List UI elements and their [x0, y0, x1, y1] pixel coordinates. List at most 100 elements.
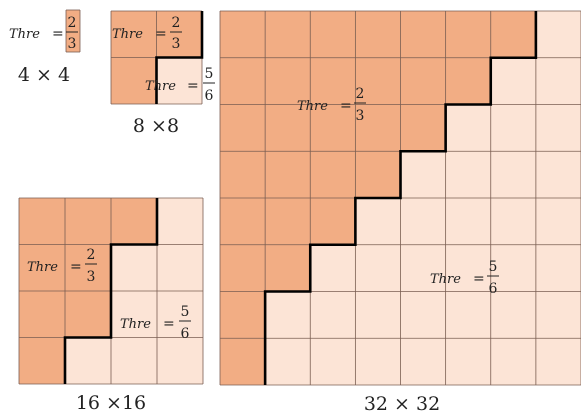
- fraction-denominator: 3: [87, 269, 96, 285]
- cell-dark: [355, 11, 401, 58]
- cell-dark: [220, 291, 266, 339]
- panel-32x32-gridlines: [219, 10, 581, 386]
- panel-32x32-caption: 32 × 32: [364, 393, 440, 414]
- cell-dark: [65, 244, 111, 291]
- panel-32x32-staircase: [263, 11, 538, 385]
- panel-4x4-gridlines: [65, 9, 81, 53]
- equals-sign: =: [187, 78, 199, 94]
- cell-light: [310, 338, 356, 385]
- cell-light: [310, 291, 356, 339]
- panel-16x16-staircase: [63, 198, 159, 384]
- cell-light: [445, 198, 491, 245]
- cell-dark: [265, 104, 311, 152]
- cell-dark: [400, 104, 446, 152]
- cell-dark: [355, 151, 401, 198]
- cell-light: [535, 104, 581, 152]
- cell-light: [445, 244, 491, 292]
- cell-dark: [220, 244, 266, 292]
- cell-light: [490, 198, 536, 245]
- panel-4x4: Thre = 2 3 4 × 4: [9, 9, 81, 86]
- cell-dark: [490, 11, 536, 58]
- cell-light: [445, 338, 491, 385]
- cell-dark: [265, 57, 311, 105]
- cell-light: [111, 291, 157, 338]
- cell-dark: [220, 338, 266, 385]
- equals-sign: =: [52, 26, 64, 42]
- cell-light: [400, 338, 446, 385]
- equals-sign: =: [155, 26, 167, 42]
- cell-light: [111, 337, 157, 384]
- equals-sign: =: [163, 316, 175, 332]
- panel-8x8-caption: 8 ×8: [133, 115, 179, 137]
- cell-dark: [445, 11, 491, 58]
- cell-light: [355, 338, 401, 385]
- panel-4x4-cells: [66, 10, 80, 52]
- cell-light: [490, 104, 536, 152]
- cell-dark: [220, 151, 266, 198]
- cell-dark: [156, 11, 202, 58]
- cell-light: [265, 338, 311, 385]
- cell-light: [445, 104, 491, 152]
- cell-dark: [66, 10, 80, 52]
- cell-light: [445, 151, 491, 198]
- threshold-prefix: Thre: [27, 260, 58, 275]
- cell-dark: [220, 57, 266, 105]
- cell-dark: [111, 11, 157, 58]
- cell-light: [400, 244, 446, 292]
- cell-dark: [265, 11, 311, 58]
- cell-light: [535, 291, 581, 339]
- fraction-numerator: 2: [356, 86, 365, 102]
- threshold-prefix: Thre: [9, 27, 40, 42]
- cell-dark: [265, 151, 311, 198]
- cell-light: [535, 57, 581, 105]
- panel-32x32-cells: [220, 11, 581, 385]
- equals-sign: =: [340, 98, 352, 114]
- cell-light: [156, 57, 202, 104]
- equals-sign: =: [473, 271, 485, 287]
- cell-dark: [400, 57, 446, 105]
- panel-4x4-caption: 4 × 4: [18, 64, 70, 86]
- panel-16x16-upper-label: Thre = 2 3: [27, 247, 97, 285]
- panel-16x16-caption: 16 ×16: [76, 392, 146, 414]
- panel-8x8-upper-label: Thre = 2 3: [112, 15, 182, 52]
- cell-dark: [65, 198, 111, 245]
- cell-dark: [310, 11, 356, 58]
- panel-8x8: Thre = 2 3 Thre = 5 6 8 ×8: [110, 10, 215, 137]
- cell-dark: [111, 198, 157, 245]
- cell-dark: [65, 291, 111, 338]
- cell-light: [490, 291, 536, 339]
- threshold-prefix: Thre: [430, 272, 461, 287]
- cell-dark: [355, 104, 401, 152]
- cell-light: [157, 337, 203, 384]
- threshold-prefix: Thre: [297, 99, 328, 114]
- cell-light: [490, 338, 536, 385]
- threshold-prefix: Thre: [145, 79, 176, 94]
- fraction-denominator: 6: [181, 326, 190, 342]
- cell-light: [355, 291, 401, 339]
- cell-dark: [310, 104, 356, 152]
- cell-dark: [355, 57, 401, 105]
- staircase-boundary: [155, 11, 204, 104]
- cell-dark: [400, 11, 446, 58]
- cell-light: [157, 244, 203, 291]
- panel-8x8-cells: [111, 11, 202, 104]
- fraction-numerator: 2: [68, 15, 77, 31]
- cell-light: [490, 151, 536, 198]
- cell-light: [535, 11, 581, 58]
- fraction-denominator: 3: [68, 36, 77, 52]
- cell-light: [535, 244, 581, 292]
- fraction-numerator: 2: [87, 247, 96, 263]
- cell-light: [355, 198, 401, 245]
- cell-light: [400, 198, 446, 245]
- cell-light: [310, 244, 356, 292]
- cell-dark: [445, 57, 491, 105]
- cell-dark: [310, 198, 356, 245]
- cell-light: [535, 151, 581, 198]
- cell-dark: [19, 291, 65, 338]
- panel-16x16: Thre = 2 3 Thre = 5 6 16 ×16: [18, 197, 204, 414]
- fraction-numerator: 5: [205, 66, 214, 82]
- cell-light: [265, 291, 311, 339]
- cell-light: [490, 244, 536, 292]
- staircase-boundary: [263, 11, 538, 385]
